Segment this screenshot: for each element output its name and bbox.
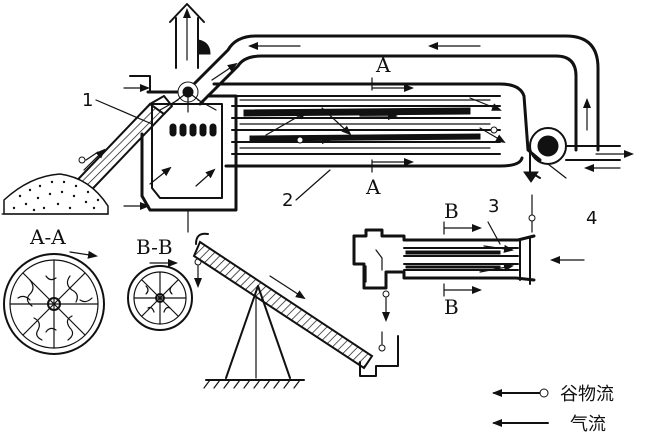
section-a-a <box>3 250 105 355</box>
section-title-a-a: A-A <box>29 225 66 249</box>
section-mark-b-top: B <box>444 199 459 223</box>
section-b-b <box>127 258 202 331</box>
cooling-unit <box>352 221 585 322</box>
drying-drum <box>212 77 542 201</box>
outlet-conveyor <box>192 232 399 389</box>
recirculation-duct <box>184 34 600 152</box>
legend-air-flow-label: 气流 <box>570 414 606 435</box>
section-mark-a-top: A <box>375 53 391 77</box>
furnace-chamber <box>123 75 238 233</box>
legend-grain-flow: 谷物流 <box>492 384 614 405</box>
label-4: 4 <box>586 208 597 229</box>
legend: 谷物流 气流 <box>492 384 614 435</box>
legend-grain-flow-label: 谷物流 <box>560 384 614 405</box>
grain-pile <box>1 173 109 215</box>
section-title-b-b: B-B <box>136 235 173 259</box>
label-1: 1 <box>82 90 93 111</box>
fan-unit <box>523 127 634 233</box>
section-mark-b-bottom: B <box>444 295 459 319</box>
label-2: 2 <box>282 190 293 211</box>
legend-air-flow: 气流 <box>492 414 606 435</box>
exhaust-stack <box>169 3 211 69</box>
section-mark-a-bottom: A <box>365 175 381 199</box>
label-3: 3 <box>488 196 499 217</box>
